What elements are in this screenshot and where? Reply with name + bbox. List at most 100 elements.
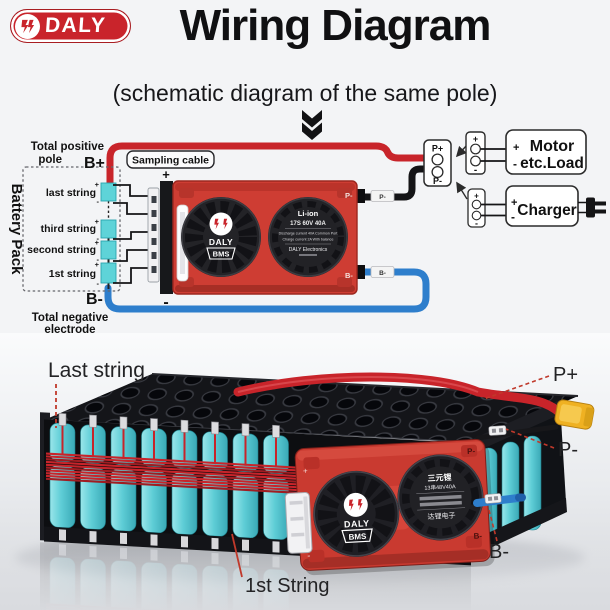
string-label-second: second string xyxy=(27,244,96,256)
string-label-first: 1st string xyxy=(49,268,96,280)
photo-bms-fan-right: 三元锂 13串48V40A 达锂电子 xyxy=(397,454,484,541)
load-sub: etc.Load xyxy=(520,155,584,172)
photo-bms: + - DALY BMS xyxy=(284,439,495,576)
xt60-connector xyxy=(554,399,595,430)
photo-first-string-label: 1st String xyxy=(245,575,329,597)
p-minus-sleeve-text: P- xyxy=(379,194,386,201)
charger-plus: + xyxy=(511,197,517,209)
load-box: + Motor - etc.Load xyxy=(505,129,587,175)
cell-minus: - xyxy=(97,234,100,243)
pack-end-face xyxy=(470,400,567,556)
load-wires xyxy=(480,148,506,162)
leader-first-string xyxy=(231,533,243,578)
leader-p-minus xyxy=(505,428,555,449)
total-positive-line2: pole xyxy=(38,154,62,166)
cell-plus: + xyxy=(95,238,100,247)
photo-bms-fan-left: DALY BMS xyxy=(313,470,400,557)
photo-bms-plus: + xyxy=(303,466,308,475)
leader-b-minus xyxy=(488,509,498,542)
charger-connector-minus: - xyxy=(475,219,478,229)
bms-minus-mark: - xyxy=(163,294,168,311)
terminal-p-plus: P+ xyxy=(432,144,443,154)
cell-plus: + xyxy=(95,180,100,189)
string-label-third: third string xyxy=(41,223,96,235)
bms-b-minus-port-label: B- xyxy=(345,271,353,280)
bms-spec: 17S 60V 40A xyxy=(290,221,326,227)
battery-pack-label: Battery Pack xyxy=(8,184,25,276)
photo-p-minus-label: P- xyxy=(558,439,578,461)
load-name: Motor xyxy=(530,138,574,155)
sampling-cable-callout: Sampling cable xyxy=(126,150,215,169)
photo-bms-spec: 13串48V40A xyxy=(424,483,456,492)
b-minus-sleeve: B- xyxy=(370,266,395,278)
photo-sampling-connector xyxy=(284,492,313,554)
battery-strings: + - + - + - + - last string third string… xyxy=(27,180,117,289)
load-plus: + xyxy=(513,142,519,154)
photo-bms-chem: 三元锂 xyxy=(427,472,451,483)
photo-bms-minus: - xyxy=(307,550,311,560)
cell-plus: + xyxy=(95,217,100,226)
cell-minus: - xyxy=(97,279,100,288)
total-positive-line1: Total positive xyxy=(31,141,104,153)
bms-info2: Charge current 2A With balance xyxy=(283,238,334,242)
daly-logo: DALY xyxy=(10,9,131,43)
photo-p-plus-label: P+ xyxy=(553,364,578,386)
arrow-from-charger xyxy=(456,181,468,200)
daly-bolt-icon xyxy=(348,499,363,511)
sampling-connector xyxy=(147,187,160,283)
charger-name: Charger xyxy=(517,202,576,219)
output-terminal-box: P+ P- xyxy=(423,139,452,187)
photo-bms-maker: 达锂电子 xyxy=(427,511,455,521)
photo-b-minus-label: B- xyxy=(489,541,509,563)
photo-section: + - DALY BMS xyxy=(0,333,610,610)
load-connector: + - xyxy=(465,131,486,176)
charger-wires xyxy=(481,203,506,217)
b-minus-label: B- xyxy=(86,291,103,308)
bms-p-minus-port-label: P- xyxy=(345,191,353,200)
photo-p-minus-sleeve xyxy=(488,425,507,436)
photo-bms-b-port: B- xyxy=(473,531,482,540)
b-minus-cable xyxy=(104,268,430,313)
photo-last-string-label: Last string xyxy=(48,359,145,382)
p-minus-sleeve: P- xyxy=(370,190,395,202)
bms-unit: + - xyxy=(160,167,365,311)
cell-minus: - xyxy=(97,255,100,264)
bms-maker: DALY Electronics xyxy=(289,247,328,253)
photo-b-minus-sleeve xyxy=(484,493,502,504)
string-label-last: last string xyxy=(46,187,96,199)
photo-bms-p-port: P- xyxy=(467,447,476,456)
p-minus-cable xyxy=(352,165,435,201)
bms-plus-mark: + xyxy=(162,167,170,182)
charger-connector: + - xyxy=(467,188,486,229)
b-plus-label: B+ xyxy=(84,155,105,172)
bms-fan-right: Li-ion 17S 60V 40A Discharge current 40A… xyxy=(268,197,348,277)
photo-bms-badge: BMS xyxy=(348,532,367,542)
bms-fan-left: DALY BMS xyxy=(181,197,261,277)
photo-bms-brand: DALY xyxy=(344,518,370,529)
battery-pack-box xyxy=(22,166,121,292)
leader-p-plus xyxy=(483,375,550,400)
bms-badge: BMS xyxy=(213,250,230,259)
pack-top-face xyxy=(43,373,579,443)
bms-chem: Li-ion xyxy=(298,209,319,218)
daly-bolt-icon xyxy=(15,13,40,39)
photo-b-minus-tip xyxy=(515,493,526,502)
load-connector-minus: - xyxy=(474,165,477,176)
bms-brand: DALY xyxy=(209,237,233,247)
double-chevron-down-icon xyxy=(302,110,322,140)
charger-minus: - xyxy=(511,210,515,224)
load-connector-plus: + xyxy=(473,134,478,144)
page-subtitle: (schematic diagram of the same pole) xyxy=(112,80,498,106)
bms-info1: Discharge current 40A Common Port xyxy=(279,232,338,236)
sampling-harness xyxy=(113,184,149,284)
plug-icon xyxy=(578,197,606,218)
total-negative-line1: Total negative xyxy=(32,312,108,324)
daly-bolt-icon xyxy=(214,218,228,230)
cell-plus: + xyxy=(95,260,100,269)
sampling-cable-label: Sampling cable xyxy=(132,155,209,167)
photo-p-minus-wire xyxy=(475,424,559,441)
charger-connector-plus: + xyxy=(474,192,479,201)
b-plus-cable xyxy=(106,142,435,187)
